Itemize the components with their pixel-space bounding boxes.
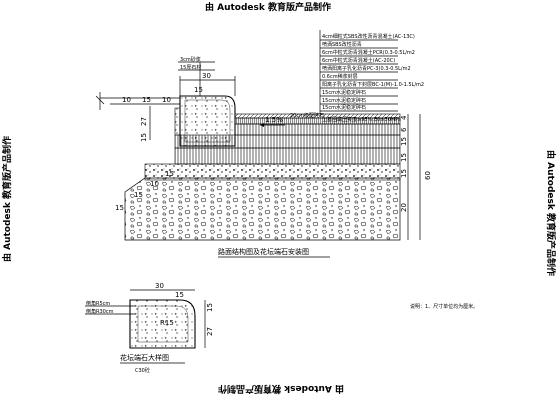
detail-dim-30: 30	[155, 282, 164, 290]
dim-s15c: 15	[165, 170, 174, 178]
detail-label-chamfer-5: 倒角R5cm	[86, 300, 110, 307]
dim-30: 30	[202, 72, 211, 80]
layer-label: 喷洒阳离子乳化沥青PC-3(0.3-0.5L/m2	[322, 65, 411, 72]
layer-label: 阳离子乳化沥青下封层BC-1(M)-1.0-1.5L/m2	[322, 81, 424, 88]
slope-label: 1.5%	[265, 116, 283, 124]
layer-label: 喷洒SBS改性沥青	[322, 41, 362, 48]
watermark-right: 由 Autodesk 教育版产品制作	[545, 150, 557, 276]
dim-s15b: 15	[134, 191, 143, 199]
curb-base-left	[174, 107, 181, 136]
dim-15b: 15	[142, 96, 151, 104]
dim-r15c: 15	[400, 169, 408, 178]
graded-gravel-layer	[144, 163, 401, 181]
detail-caption: 花坛端石大样图	[120, 353, 169, 362]
layer-label: 20cm级配碎石	[290, 112, 324, 119]
layer-label: 15cm水泥稳定碎石	[322, 104, 366, 111]
layer-label: 15cm水泥稳定碎石	[322, 89, 366, 96]
base-layer-3	[234, 123, 401, 136]
slope-arrowhead	[260, 123, 264, 127]
dim-10: 10	[122, 96, 131, 104]
dim-10b: 10	[162, 96, 171, 104]
layer-label: 15cm水泥稳定碎石	[322, 97, 366, 104]
detail-stone-inner	[137, 305, 189, 343]
watermark-left: 由 Autodesk 教育版产品制作	[1, 136, 13, 262]
dim-r15a: 15	[400, 137, 408, 146]
layer-label: 0.6cm稀浆封层	[322, 73, 358, 80]
curb-stone	[179, 95, 236, 147]
dim-15c: 15	[140, 133, 148, 142]
dim-r20: 20	[400, 203, 408, 212]
watermark-top: 由 Autodesk 教育版产品制作	[205, 1, 331, 13]
dim-27: 27	[140, 117, 148, 126]
detail-label-chamfer-30: 倒角R30cm	[86, 308, 114, 315]
dim-15a: 15	[194, 86, 203, 94]
dim-s15a: 15	[115, 204, 124, 212]
curb-detail: 30 15 15 27 R15 倒角R5cm 倒角R30cm 花坛端石大样图 C…	[85, 282, 214, 374]
layer-label: 6cm中粒式沥青混凝土PCR(0.3-0.5L/m2	[322, 49, 415, 56]
curb-stone-inner	[184, 99, 231, 143]
detail-dim-h27: 27	[206, 327, 214, 336]
layer-callouts: 4cm细粒式SBS改性沥青混凝土(AC-13C) 喷洒SBS改性沥青 6cm中粒…	[290, 33, 424, 123]
detail-stone	[129, 299, 196, 349]
layer-label: 土基回填压实度≥95%,E0≥30MPa	[322, 116, 401, 123]
dim-r60: 60	[424, 171, 432, 180]
main-caption: 路面结构图及花坛端石安装图	[218, 247, 309, 256]
layer-label: 6cm中粒式沥青混凝土(AC-20C)	[322, 57, 395, 64]
dim-r4: 4	[400, 115, 408, 120]
drawing-note: 说明：1、尺寸单位均为厘米。	[410, 303, 478, 310]
curb-label-mortar: 3cm砂浆	[180, 56, 201, 63]
dim-r6: 6	[400, 127, 408, 132]
subgrade-layer	[124, 177, 401, 241]
layer-label: 4cm细粒式SBS改性沥青混凝土(AC-13C)	[322, 33, 415, 40]
dim-r15b: 15	[400, 153, 408, 162]
pavement-section: 1.5% 30 15 10 15 10 27 15 3cm砂浆 15厚石材 4c…	[95, 30, 432, 258]
detail-dim-15: 15	[175, 291, 184, 299]
detail-dim-h15: 15	[206, 303, 214, 312]
dim-s10: 10	[150, 180, 159, 188]
detail-radius: R15	[160, 319, 174, 327]
break-mark	[95, 92, 105, 110]
curb-label-stone: 15厚石材	[180, 64, 201, 71]
detail-concrete: C30砼	[135, 367, 150, 374]
base-layer-1	[174, 147, 401, 165]
watermark-bottom: 由 Autodesk 教育版产品制作	[218, 383, 344, 395]
